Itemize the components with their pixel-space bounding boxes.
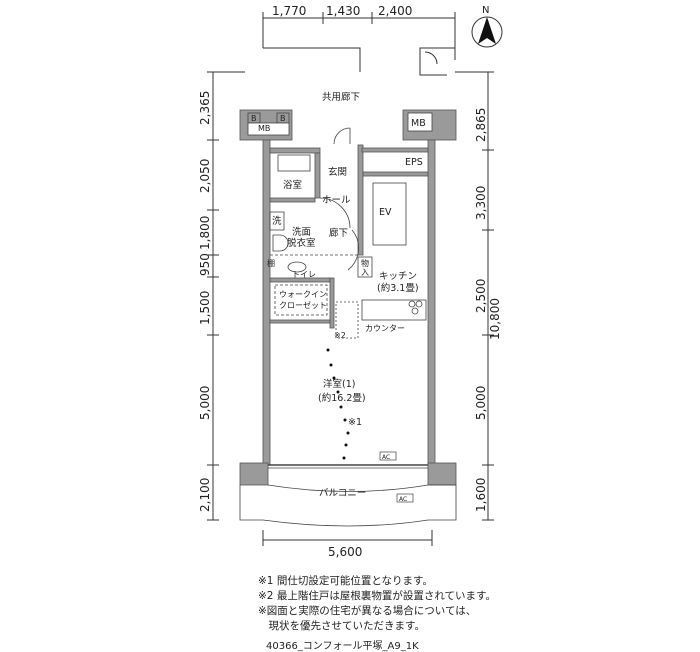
fixtures bbox=[239, 112, 457, 527]
label-kitchen: キッチン bbox=[379, 271, 417, 282]
dim-top-2: 1,430 bbox=[326, 4, 360, 18]
dim-right-1: 2,865 bbox=[474, 108, 488, 142]
label-wic-1: ウォークイン bbox=[279, 290, 327, 299]
right-dim-labels: 2,865 3,300 2,500 5,000 1,600 10,800 bbox=[474, 108, 502, 512]
outline-upper bbox=[263, 47, 455, 76]
label-b1: B bbox=[251, 114, 257, 123]
dim-left-4: 950 bbox=[198, 253, 212, 276]
dim-bottom: 5,600 bbox=[328, 545, 362, 559]
dim-right-4: 5,000 bbox=[474, 386, 488, 420]
washer-box bbox=[269, 211, 285, 231]
label-hall: ホール bbox=[322, 195, 351, 206]
walls bbox=[239, 109, 457, 486]
label-toilet: トイレ bbox=[292, 270, 316, 279]
note-3: ※図面と実際の住宅が異なる場合については、 bbox=[258, 605, 477, 617]
top-dimensions bbox=[262, 12, 456, 60]
dim-top-3: 2,400 bbox=[378, 4, 412, 18]
label-washroom-1: 洗面 bbox=[292, 226, 311, 238]
partition-dots bbox=[326, 348, 350, 460]
dim-left-3: 1,800 bbox=[198, 216, 212, 250]
label-balcony: バルコニー bbox=[319, 488, 366, 499]
label-kitchen-size: (約3.1畳) bbox=[377, 282, 419, 294]
dim-left-6: 5,000 bbox=[198, 386, 212, 420]
label-corridor: 共用廊下 bbox=[322, 91, 360, 103]
label-eps: EPS bbox=[405, 157, 423, 168]
label-storage-1: 物 bbox=[361, 258, 369, 268]
dim-top-1: 1,770 bbox=[272, 4, 306, 18]
label-ac1: AC bbox=[382, 454, 390, 461]
label-mb-right: MB bbox=[411, 118, 426, 129]
label-storage-2: 入 bbox=[361, 268, 369, 277]
label-washer: 洗 bbox=[272, 215, 282, 227]
label-western: 洋室(1) bbox=[323, 378, 355, 390]
notes: ※1 間仕切設定可能位置となります。 ※2 最上階住戸は屋根裏物置が設置されてい… bbox=[258, 574, 496, 634]
left-dimensions bbox=[207, 71, 245, 521]
plan-code: 40366_コンフォール平塚_A9_1K bbox=[266, 641, 419, 652]
label-mb-left: MB bbox=[258, 124, 270, 133]
bathtub-icon bbox=[277, 154, 311, 172]
dim-left-7: 2,100 bbox=[198, 478, 212, 512]
kitchen-counter bbox=[361, 299, 427, 321]
dim-right-total: 10,800 bbox=[488, 298, 502, 340]
label-entrance: 玄関 bbox=[328, 166, 347, 178]
dim-right-5: 1,600 bbox=[474, 478, 488, 512]
left-dim-labels: 2,365 2,050 1,800 950 1,500 5,000 2,100 bbox=[198, 91, 212, 512]
label-hallway: 廊下 bbox=[329, 227, 348, 239]
dim-right-2: 3,300 bbox=[474, 186, 488, 220]
bottom-dimension bbox=[262, 530, 433, 546]
north-arrow-icon bbox=[471, 16, 503, 48]
room-labels: 共用廊下 B B MB MB EPS 浴室 玄関 ホール EV 洗 洗面 脱衣室… bbox=[251, 91, 426, 503]
label-western-size: (約16.2畳) bbox=[318, 392, 366, 404]
dim-left-5: 1,500 bbox=[198, 291, 212, 325]
label-bath: 浴室 bbox=[283, 179, 302, 191]
note-2: ※2 最上階住戸は屋根裏物置が設置されています。 bbox=[258, 590, 496, 602]
note-1: ※1 間仕切設定可能位置となります。 bbox=[258, 575, 433, 587]
label-ac2: AC bbox=[399, 496, 407, 503]
compass-label: N bbox=[482, 5, 489, 16]
dim-right-3: 2,500 bbox=[474, 279, 488, 313]
label-note2-mark: ※2 bbox=[334, 331, 346, 340]
label-counter: カウンター bbox=[365, 324, 405, 333]
label-washroom-2: 脱衣室 bbox=[287, 237, 316, 249]
note-4: 現状を優先させていただきます。 bbox=[258, 620, 425, 632]
label-b2: B bbox=[280, 114, 286, 123]
label-shelf: 棚 bbox=[267, 258, 275, 268]
label-note1-mark: ※1 bbox=[348, 417, 362, 428]
storage-box bbox=[357, 256, 373, 278]
label-ev: EV bbox=[379, 207, 392, 218]
sink-icon bbox=[272, 234, 289, 252]
elevator-box bbox=[372, 182, 407, 246]
toilet-icon bbox=[287, 261, 307, 273]
label-wic-2: クローゼット bbox=[279, 300, 327, 310]
dim-left-2: 2,050 bbox=[198, 159, 212, 193]
right-dimensions bbox=[455, 71, 494, 521]
dim-left-1: 2,365 bbox=[198, 91, 212, 125]
